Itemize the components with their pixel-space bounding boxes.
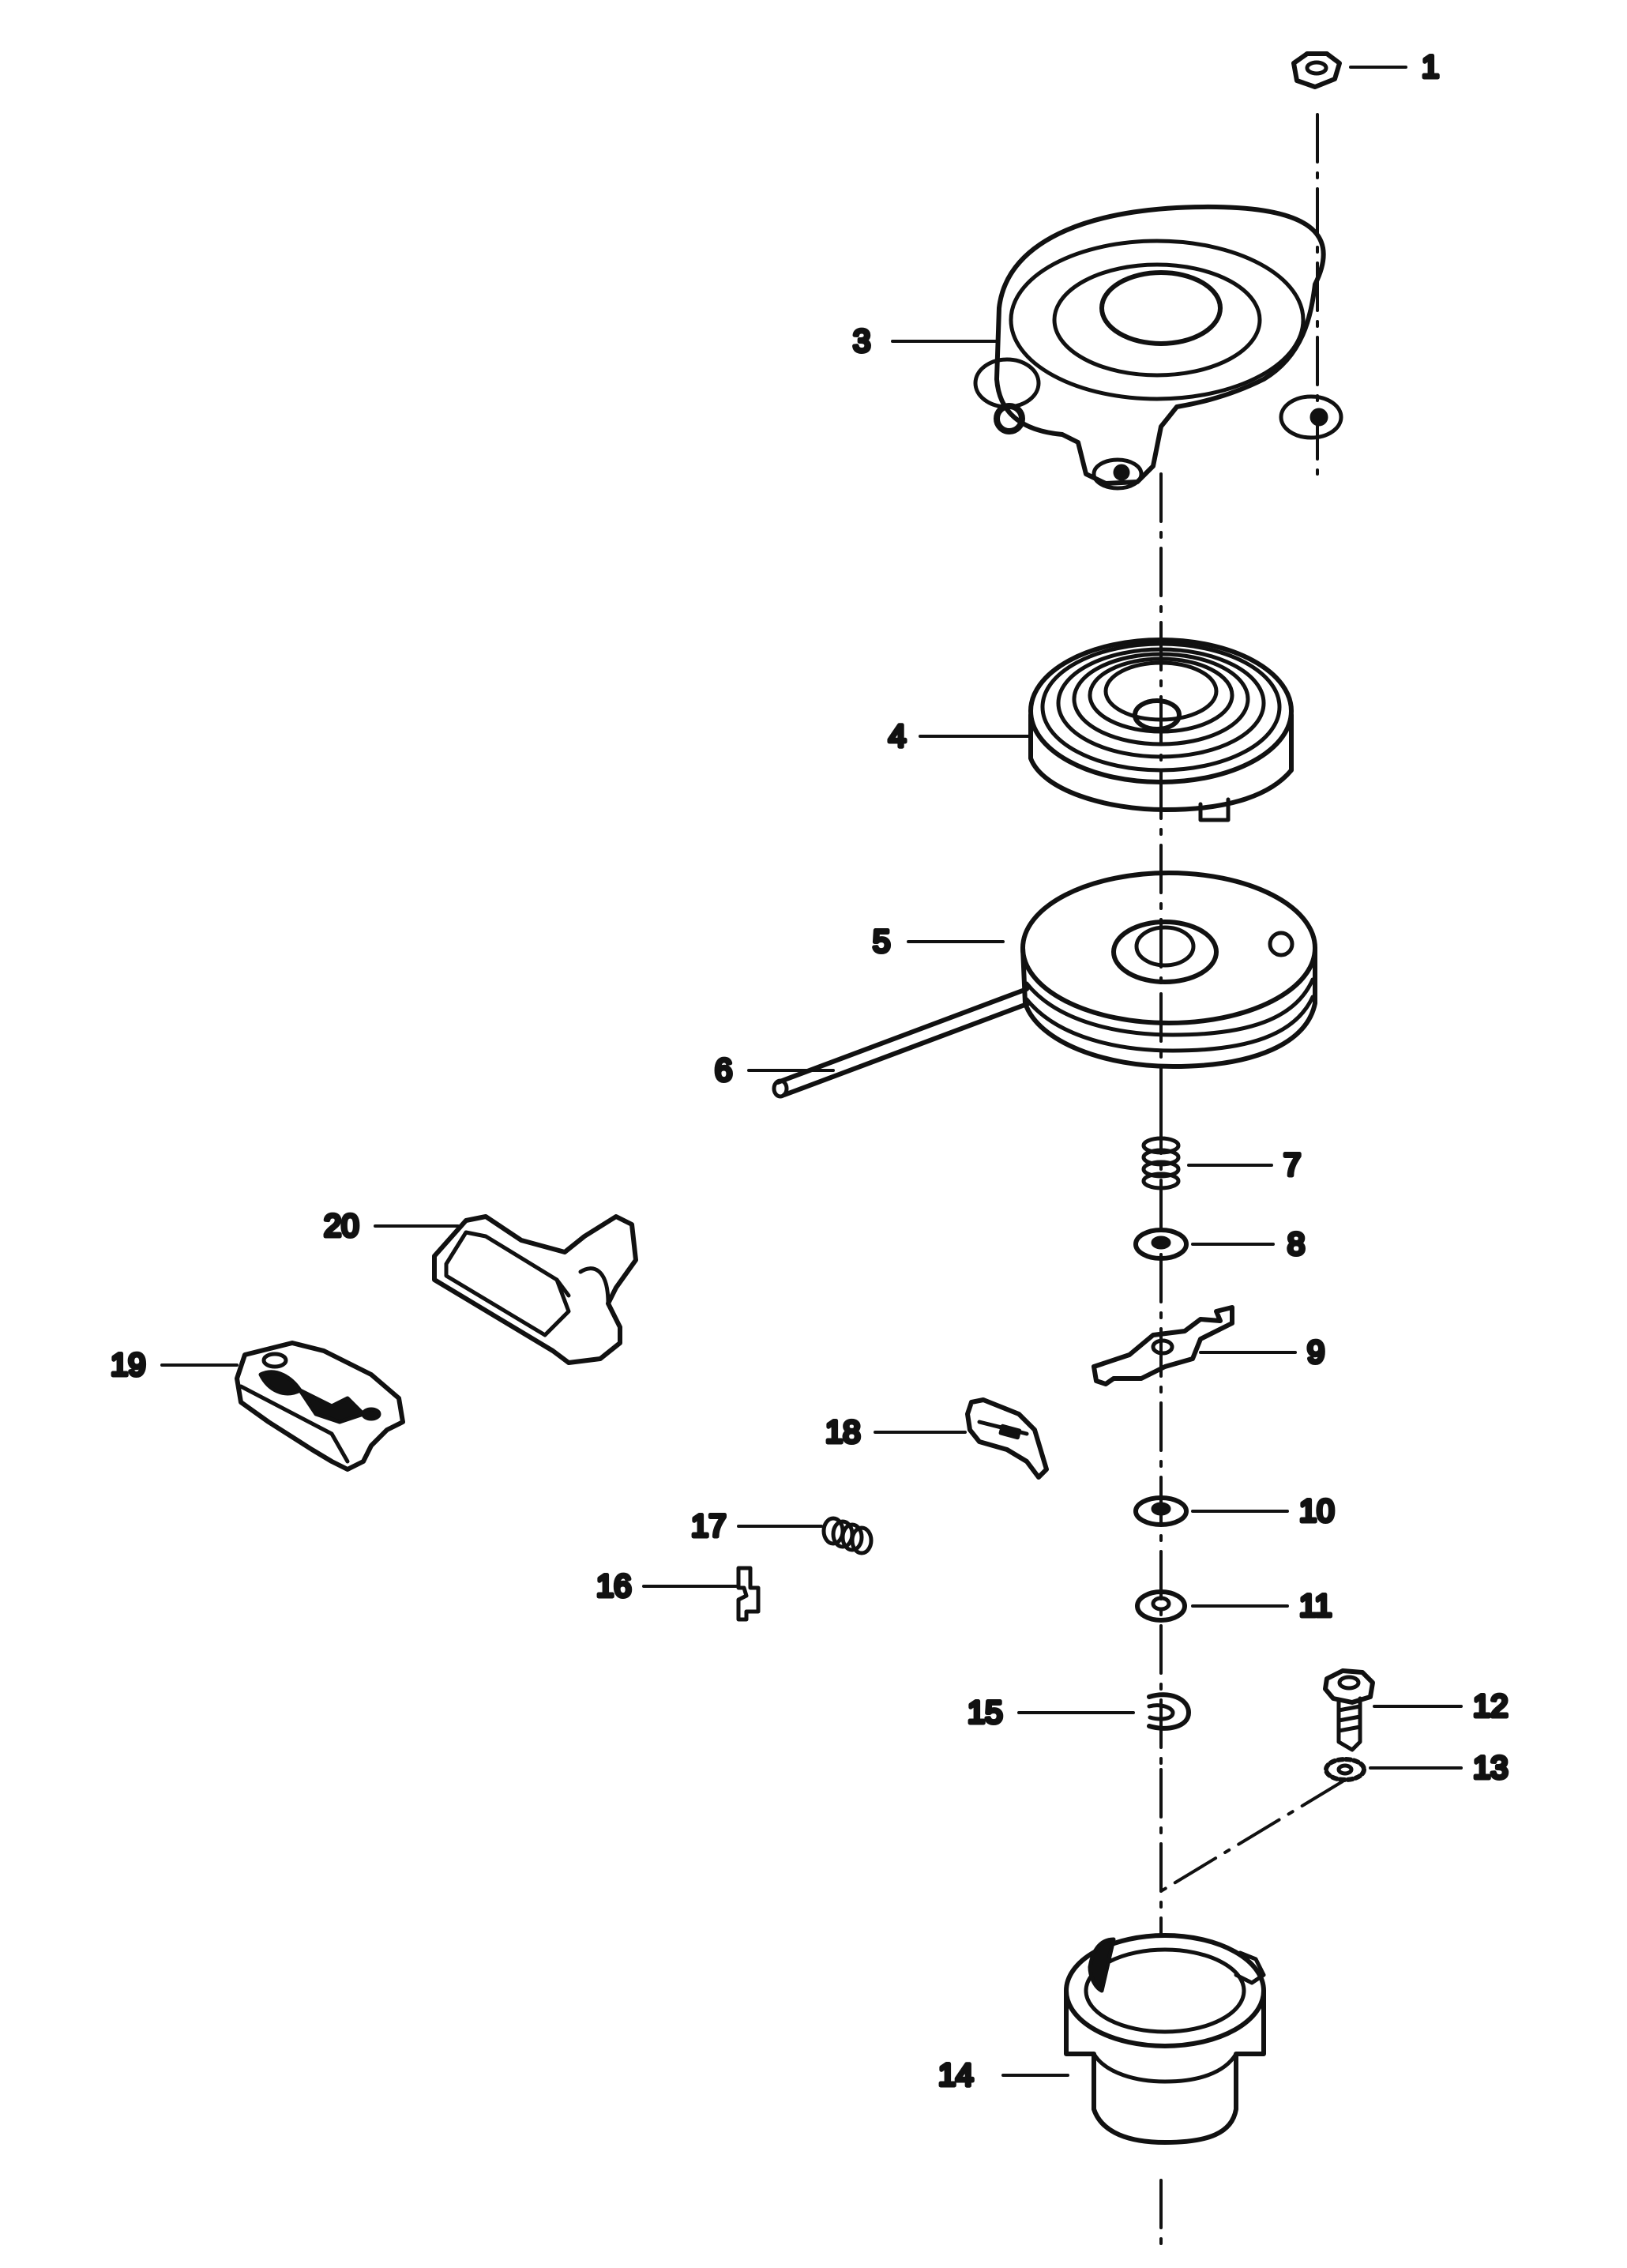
label-part-3: 3 <box>853 324 870 359</box>
part-19-handle-insert <box>235 1341 405 1472</box>
part-1-nut <box>1291 51 1342 89</box>
part-16-clip <box>736 1566 761 1622</box>
leader-lines <box>160 66 1463 2077</box>
part-8-upper-washer <box>1133 1228 1189 1261</box>
part-11-lower-washer <box>1135 1589 1187 1623</box>
label-part-7: 7 <box>1283 1148 1301 1183</box>
label-part-18: 18 <box>825 1415 861 1450</box>
part-6-starter-rope <box>772 987 1031 1099</box>
label-part-10: 10 <box>1299 1494 1335 1529</box>
label-part-13: 13 <box>1473 1751 1509 1785</box>
part-13-lock-washer <box>1324 1757 1366 1782</box>
label-part-12: 12 <box>1473 1689 1509 1724</box>
part-17-small-spring <box>821 1516 874 1555</box>
label-part-11: 11 <box>1299 1589 1332 1623</box>
part-labels: 1 3 4 5 6 7 8 9 10 11 12 13 14 15 16 17 … <box>109 48 1511 2095</box>
label-part-17: 17 <box>691 1509 727 1544</box>
part-10-middle-washer <box>1133 1495 1189 1527</box>
label-part-20: 20 <box>324 1209 359 1243</box>
label-part-5: 5 <box>873 924 890 959</box>
label-part-9: 9 <box>1307 1335 1325 1370</box>
label-part-19: 19 <box>111 1348 146 1382</box>
part-15-retaining-ring <box>1147 1692 1191 1731</box>
part-9-friction-plate <box>1092 1305 1234 1386</box>
part-5-rope-pulley <box>1020 871 1317 1069</box>
label-part-16: 16 <box>596 1569 632 1604</box>
label-part-14: 14 <box>938 2058 974 2093</box>
part-12-bolt <box>1323 1668 1375 1752</box>
part-7-pawl-spring <box>1141 1136 1181 1190</box>
part-20-starter-handle <box>432 1214 638 1365</box>
label-part-1: 1 <box>1422 50 1439 85</box>
center-lines <box>1152 113 1344 2245</box>
label-part-15: 15 <box>968 1695 1003 1730</box>
label-part-6: 6 <box>715 1053 732 1088</box>
part-4-rewind-spring <box>1028 638 1294 822</box>
part-18-pawl <box>965 1397 1049 1480</box>
label-part-8: 8 <box>1287 1227 1305 1262</box>
part-3-starter-housing <box>973 204 1343 491</box>
label-part-4: 4 <box>889 719 906 754</box>
part-14-starter-cup <box>1064 1933 1266 2145</box>
